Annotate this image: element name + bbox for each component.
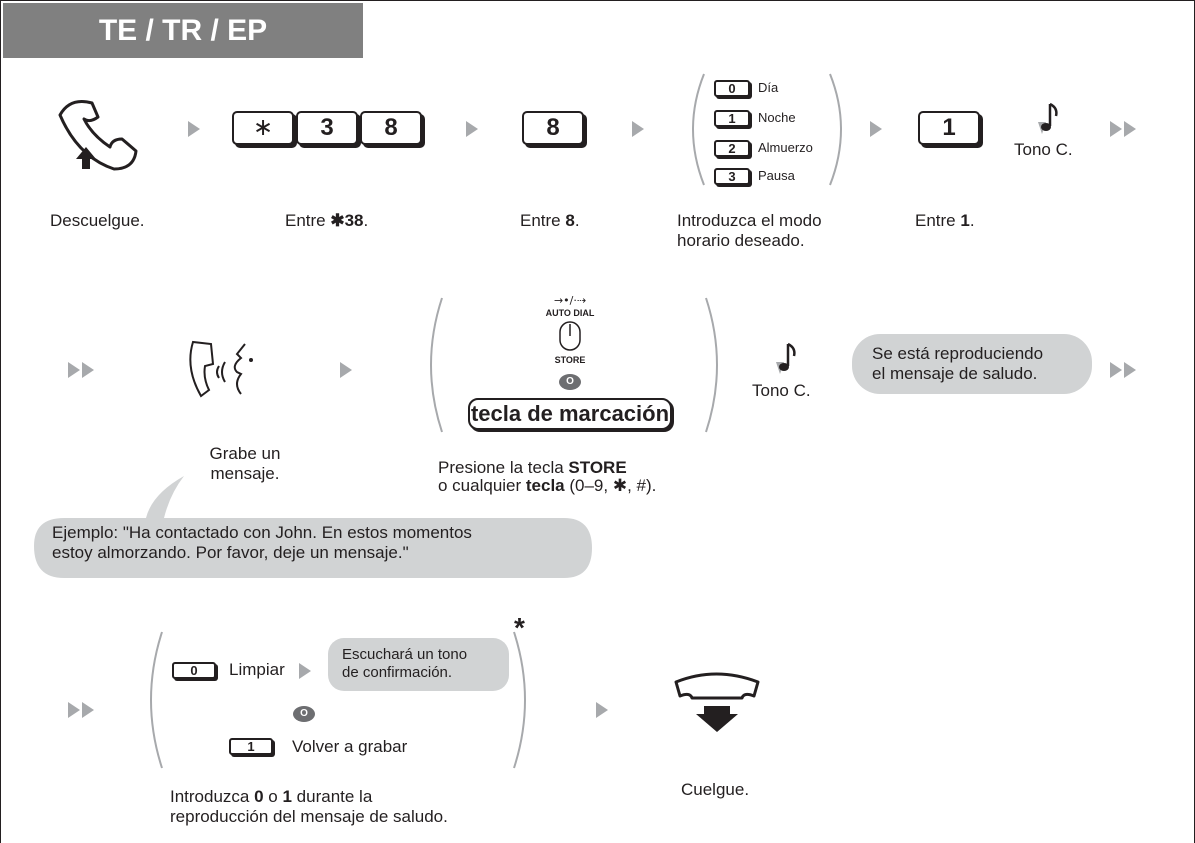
option-key-3[interactable]: 3 bbox=[714, 168, 750, 185]
left-paren-icon bbox=[692, 73, 705, 186]
option-key-0[interactable]: 0 bbox=[714, 80, 750, 97]
continue-arrow-icon bbox=[1110, 121, 1122, 137]
arrow-icon bbox=[299, 663, 311, 679]
right-paren-icon bbox=[513, 631, 526, 769]
frame-border-left bbox=[0, 0, 1, 843]
continue-arrow-icon bbox=[82, 362, 94, 378]
caption-enter-8: Entre 8. bbox=[520, 211, 580, 230]
row3-caption-line1: Introduzca 0 o 1 durante la bbox=[170, 787, 373, 806]
option-label: Día bbox=[758, 80, 779, 95]
tone-label: Tono C. bbox=[752, 381, 811, 400]
row3-caption-line2: reproducción del mensaje de saludo. bbox=[170, 807, 448, 826]
press-caption-line1: Presione la tecla STORE bbox=[438, 458, 627, 477]
example-line1: Ejemplo: "Ha contactado con John. En est… bbox=[52, 523, 472, 542]
rerecord-label: Volver a grabar bbox=[292, 737, 408, 756]
autodial-arrows-icon: →•/·⇢ bbox=[554, 294, 586, 307]
svg-text:→•/·⇢: →•/·⇢ bbox=[554, 294, 586, 307]
arrow-icon bbox=[870, 121, 882, 137]
continue-arrow-icon bbox=[1124, 362, 1136, 378]
frame-border-top bbox=[0, 0, 1195, 1]
caption-mode-line1: Introduzca el modo bbox=[677, 211, 822, 230]
offhook-handset-icon bbox=[58, 100, 138, 171]
asterisk-note: * bbox=[514, 612, 525, 643]
option-key-2[interactable]: 2 bbox=[714, 140, 750, 157]
hangup-caption: Cuelgue. bbox=[681, 780, 750, 799]
caption-enter-1: Entre 1. bbox=[915, 211, 975, 230]
store-button-icon[interactable] bbox=[553, 320, 587, 354]
key-star[interactable]: ∗ bbox=[232, 111, 294, 145]
clear-label: Limpiar bbox=[229, 660, 285, 679]
tone-label: Tono C. bbox=[1014, 140, 1073, 159]
option-label: Almuerzo bbox=[758, 140, 813, 155]
or-badge: O bbox=[293, 706, 315, 722]
continue-arrow-icon bbox=[1124, 121, 1136, 137]
hangup-handset-icon bbox=[674, 672, 760, 732]
caption-offhook: Descuelgue. bbox=[50, 211, 145, 230]
arrow-icon bbox=[340, 362, 352, 378]
key-3[interactable]: 3 bbox=[296, 111, 358, 145]
continue-arrow-icon bbox=[1110, 362, 1122, 378]
key-8[interactable]: 8 bbox=[360, 111, 422, 145]
continue-arrow-icon bbox=[82, 702, 94, 718]
tone-note-icon bbox=[1038, 102, 1058, 134]
key-8-single[interactable]: 8 bbox=[522, 111, 584, 145]
caption-mode-line2: horario deseado. bbox=[677, 231, 805, 250]
autodial-label: AUTO DIAL bbox=[545, 308, 595, 318]
option-label: Pausa bbox=[758, 168, 795, 183]
clear-key-0[interactable]: 0 bbox=[172, 662, 216, 679]
store-label: STORE bbox=[554, 355, 586, 365]
rerecord-key-1[interactable]: 1 bbox=[229, 738, 273, 755]
example-bubble-shape bbox=[34, 476, 592, 578]
right-paren-icon bbox=[705, 297, 718, 433]
press-caption-line2: o cualquier tecla (0–9, ✱, #). bbox=[438, 476, 657, 495]
record-voice-icon bbox=[189, 340, 253, 398]
page-title: TE / TR / EP bbox=[3, 3, 363, 58]
caption-enter-38: Entre ✱38. bbox=[285, 211, 369, 230]
right-paren-icon bbox=[829, 73, 842, 186]
left-paren-icon bbox=[430, 297, 443, 433]
record-caption-line2: mensaje. bbox=[210, 464, 280, 483]
option-label: Noche bbox=[758, 110, 796, 125]
continue-arrow-icon bbox=[68, 702, 80, 718]
or-badge: O bbox=[559, 374, 581, 390]
left-paren-icon bbox=[150, 631, 163, 769]
example-line2: estoy almorzando. Por favor, deje un men… bbox=[52, 543, 409, 562]
arrow-icon bbox=[188, 121, 200, 137]
tone-note-icon bbox=[776, 342, 796, 374]
confirm-bubble: Escuchará un tono de confirmación. bbox=[328, 638, 509, 691]
continue-arrow-icon bbox=[68, 362, 80, 378]
key-1[interactable]: 1 bbox=[918, 111, 980, 145]
arrow-icon bbox=[466, 121, 478, 137]
arrow-icon bbox=[632, 121, 644, 137]
arrow-icon bbox=[596, 702, 608, 718]
playing-bubble: Se está reproduciendo el mensaje de salu… bbox=[852, 334, 1092, 394]
dial-key[interactable]: tecla de marcación bbox=[468, 398, 672, 430]
option-key-1[interactable]: 1 bbox=[714, 110, 750, 127]
record-caption-line1: Grabe un bbox=[209, 444, 281, 463]
